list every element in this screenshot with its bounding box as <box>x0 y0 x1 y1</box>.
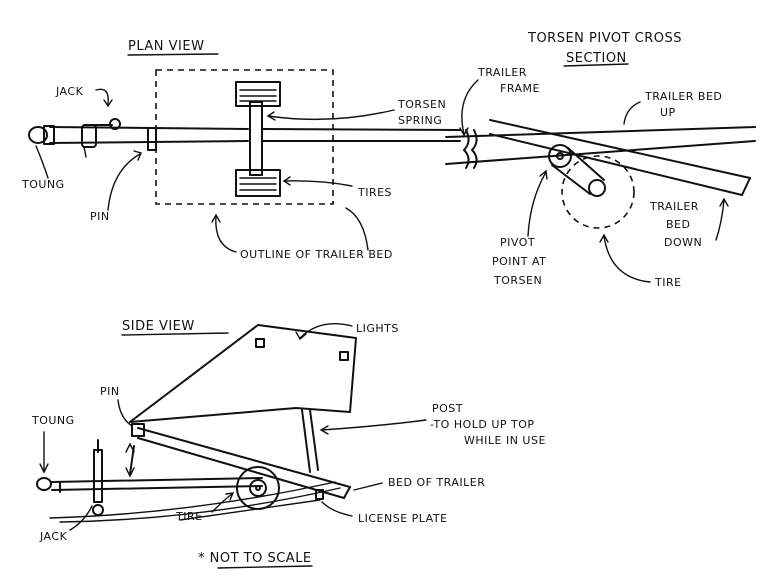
cs-label-frame-1: TRAILER <box>477 66 527 79</box>
cross-section-title: TORSEN PIVOT CROSS <box>527 31 682 46</box>
cs-label-bed-down-2: BED <box>666 218 690 231</box>
plan-label-outline: OUTLINE OF TRAILER BED <box>240 248 393 261</box>
side-view-title: SIDE VIEW <box>122 319 195 334</box>
sv-label-tire: TIRE <box>175 510 203 523</box>
cs-label-bed-down-1: TRAILER <box>649 200 699 213</box>
sv-label-bed: BED OF TRAILER <box>388 476 485 489</box>
plan-tire-top <box>235 81 281 107</box>
plan-hitch-coupler <box>28 125 55 145</box>
cs-label-bed-down-3: DOWN <box>664 236 702 249</box>
cs-pivot <box>548 144 606 197</box>
sv-light-front <box>255 338 265 348</box>
cs-trailer-bed <box>489 119 751 196</box>
plan-tire-bottom <box>235 169 281 197</box>
cs-label-pivot-1: PIVOT <box>500 236 535 249</box>
plan-label-tires: TIRES <box>357 186 392 199</box>
cs-label-frame-2: FRAME <box>500 82 540 95</box>
sv-label-plate: LICENSE PLATE <box>358 512 448 525</box>
sv-label-post-3: WHILE IN USE <box>464 434 546 447</box>
plan-view-title: PLAN VIEW <box>128 39 204 54</box>
plan-drawbar <box>49 126 461 144</box>
plan-label-toung: TOUNG <box>21 178 65 191</box>
plan-label-torsen: TORSEN <box>397 98 446 111</box>
plan-pin <box>147 127 157 151</box>
plan-label-spring: SPRING <box>398 114 442 127</box>
plan-jack <box>81 118 121 158</box>
cs-label-pivot-2: POINT AT <box>492 255 546 268</box>
sv-pin <box>131 423 145 437</box>
cross-section: TORSEN PIVOT CROSS SECTION TRAILER FRAME <box>445 31 756 289</box>
sv-top-shell <box>129 324 357 423</box>
cross-section-subtitle: SECTION <box>566 51 627 66</box>
side-view: SIDE VIEW <box>31 319 546 543</box>
cs-label-pivot-3: TORSEN <box>493 274 542 287</box>
footnote-not-to-scale: * NOT TO SCALE <box>198 551 312 566</box>
sv-light-rear <box>339 351 349 361</box>
sv-post <box>309 409 319 471</box>
sv-label-pin: PIN <box>100 385 120 398</box>
plan-label-pin: PIN <box>90 210 110 223</box>
sv-label-jack: JACK <box>39 530 68 543</box>
plan-axle <box>249 101 263 176</box>
cs-label-bed-up-2: UP <box>660 106 676 119</box>
cs-trailer-frame <box>445 126 756 169</box>
plan-trailer-bed-outline <box>155 69 334 205</box>
sv-license-plate <box>315 489 324 500</box>
sv-tongue <box>36 477 263 493</box>
plan-view: PLAN VIEW <box>21 39 461 261</box>
sv-label-lights: LIGHTS <box>356 322 399 335</box>
sv-label-post-2: -TO HOLD UP TOP <box>430 418 535 431</box>
sv-jack <box>92 439 104 516</box>
cs-label-bed-up-1: TRAILER BED <box>644 90 722 103</box>
cs-label-tire: TIRE <box>654 276 682 289</box>
cs-tire-outline <box>561 155 635 229</box>
plan-label-jack: JACK <box>55 85 84 98</box>
sv-label-toung: TOUNG <box>31 414 75 427</box>
sv-label-post-1: POST <box>432 402 463 415</box>
